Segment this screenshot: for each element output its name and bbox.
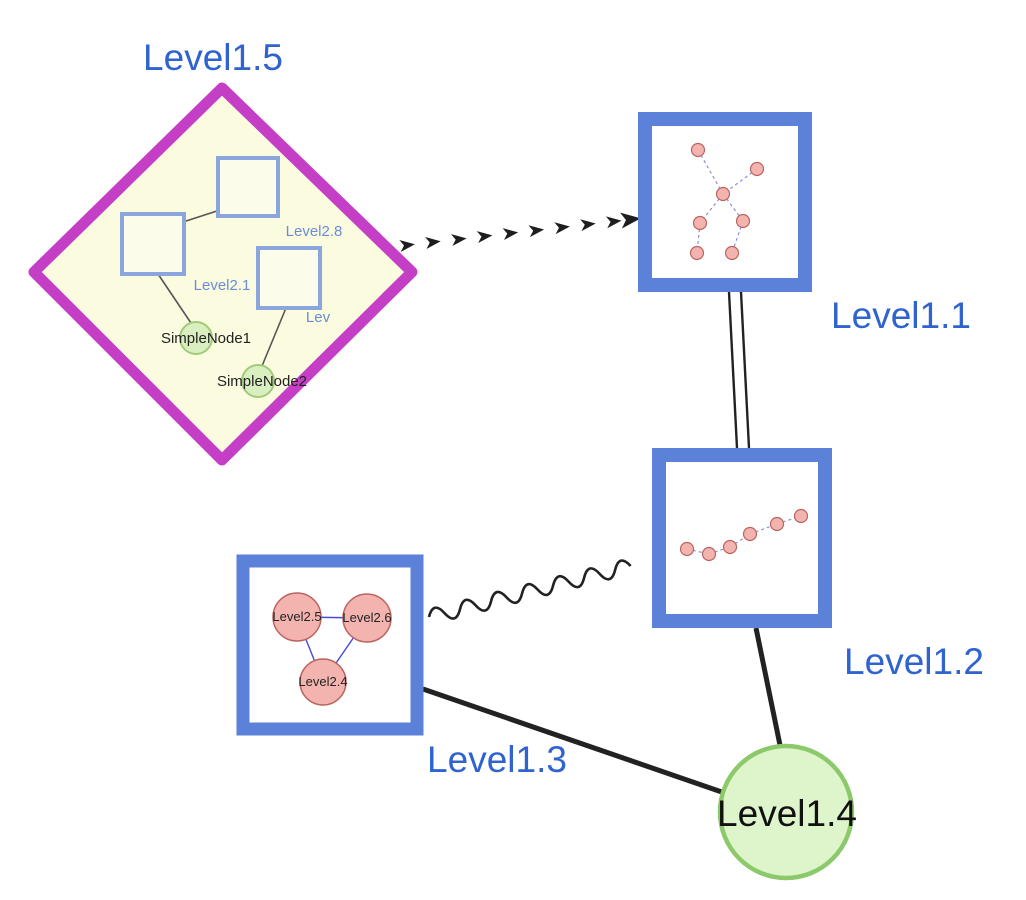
arrowhead-icon	[620, 212, 641, 229]
mini-node[interactable]	[715, 186, 731, 202]
chevron-dash	[476, 231, 493, 244]
level24-label: Level2.4	[298, 674, 347, 689]
level11-subgraph	[689, 142, 765, 261]
mini-node[interactable]	[735, 213, 751, 229]
level24-node[interactable]	[299, 658, 347, 706]
level15-diamond-node[interactable]	[28, 82, 418, 466]
chevron-dash	[528, 225, 545, 238]
level12-label: Level1.2	[844, 641, 984, 682]
mini-node[interactable]	[701, 546, 717, 562]
mini-node[interactable]	[679, 541, 695, 557]
simplenode1-node[interactable]	[179, 321, 213, 355]
mini-node[interactable]	[793, 508, 809, 524]
chevron-dash	[605, 216, 622, 229]
simplenode1-label: SimpleNode1	[161, 330, 251, 347]
mini-edge	[776, 515, 802, 525]
edge-level28-level21[interactable]	[182, 209, 221, 223]
edge-line	[739, 291, 751, 449]
edge-level11-level12[interactable]	[727, 291, 751, 449]
mini-edge	[697, 149, 724, 195]
chevron-dash	[399, 240, 415, 252]
level11-label: Level1.1	[831, 295, 971, 336]
level25-label: Level2.5	[272, 609, 321, 624]
level12-node[interactable]	[652, 448, 832, 628]
level15-label: Level1.5	[143, 37, 283, 78]
edge-level21-simplenode1[interactable]	[157, 273, 192, 324]
level28-node[interactable]	[216, 156, 280, 218]
level12-subgraph	[679, 508, 809, 562]
level11-group	[638, 112, 812, 292]
mini-node[interactable]	[689, 245, 705, 261]
level14-node[interactable]	[717, 743, 855, 881]
edge-line	[727, 291, 739, 449]
level26-node[interactable]	[342, 593, 392, 643]
chevron-dash	[502, 228, 519, 241]
edge-level13-level14[interactable]	[422, 686, 746, 803]
mini-node[interactable]	[690, 142, 706, 158]
mini-node[interactable]	[769, 516, 785, 532]
edge-level15-level11[interactable]	[399, 210, 641, 252]
level14-label: Level1.4	[717, 793, 857, 834]
edge-level13-level12[interactable]	[427, 559, 632, 625]
level28-label: Level2.8	[286, 223, 343, 240]
level11-node[interactable]	[638, 112, 812, 292]
level25-node[interactable]	[272, 592, 322, 642]
lev-node[interactable]	[256, 246, 322, 310]
mini-node[interactable]	[722, 539, 738, 555]
mini-node[interactable]	[692, 215, 708, 231]
edge-lev-simplenode2[interactable]	[261, 307, 287, 367]
level21-node[interactable]	[120, 212, 186, 276]
level13-group: Level2.5 Level2.6 Level2.4	[236, 554, 424, 736]
chevron-dash	[580, 219, 596, 232]
simplenode2-label: SimpleNode2	[217, 373, 307, 390]
chevron-dash	[425, 237, 441, 249]
chevron-dash	[554, 222, 570, 235]
level26-label: Level2.6	[342, 610, 391, 625]
mini-node[interactable]	[724, 245, 740, 261]
chevron-dash	[451, 234, 467, 247]
simplenode2-node[interactable]	[241, 364, 275, 398]
level12-group	[652, 448, 832, 628]
lev-label: Lev	[306, 309, 331, 326]
level15-group: Level2.8 Level2.1 Lev SimpleNode1 Simple…	[28, 82, 418, 466]
mini-node[interactable]	[749, 161, 765, 177]
mini-edge	[749, 523, 778, 535]
mini-node[interactable]	[742, 526, 758, 542]
level21-label: Level2.1	[194, 277, 251, 294]
level13-subgraph: Level2.5 Level2.6 Level2.4	[272, 592, 392, 706]
edge-level12-level14[interactable]	[753, 627, 784, 751]
level13-label: Level1.3	[427, 739, 567, 780]
